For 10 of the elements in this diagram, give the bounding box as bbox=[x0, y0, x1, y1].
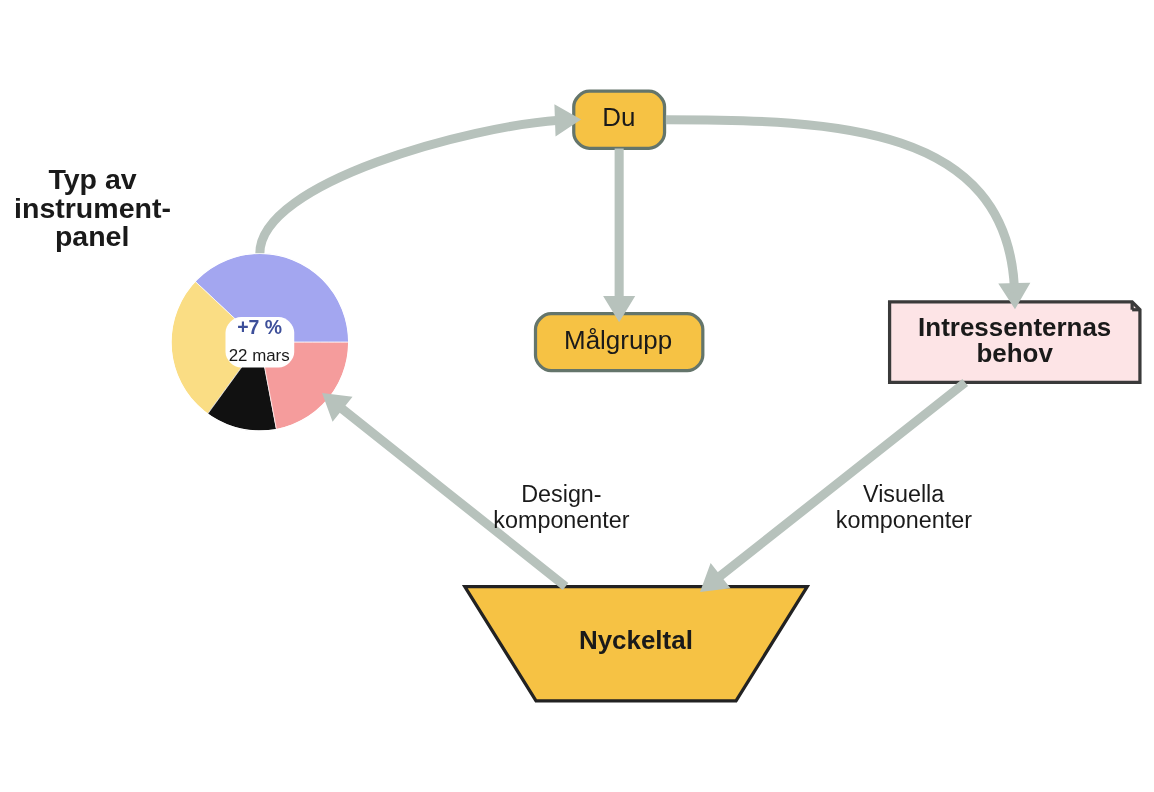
node-label: Typ av instrument- panel bbox=[14, 163, 171, 253]
arrow bbox=[322, 392, 569, 590]
node-box: Du bbox=[572, 89, 667, 150]
arrow bbox=[665, 115, 1031, 310]
edge-label: Visuella komponenter bbox=[835, 480, 972, 533]
node-box: Målgrupp bbox=[533, 312, 705, 373]
edge-label: Design- komponenter bbox=[493, 480, 630, 533]
arrow bbox=[700, 379, 969, 592]
arrow bbox=[603, 148, 636, 323]
arrow bbox=[255, 104, 582, 255]
